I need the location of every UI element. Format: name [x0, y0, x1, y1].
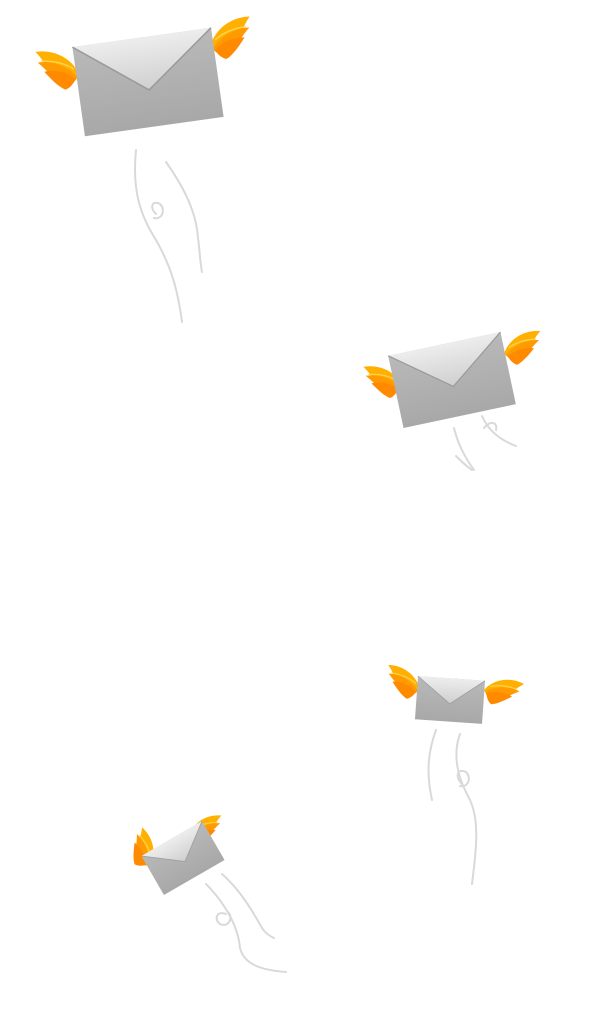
wing-right	[499, 328, 548, 368]
trail-line	[205, 873, 287, 973]
trail-line	[453, 415, 517, 471]
flying-envelope-icon	[359, 328, 548, 471]
trail-line	[427, 729, 478, 885]
flying-envelope-icon	[378, 662, 525, 885]
wing-right	[481, 674, 525, 710]
envelope-body	[71, 26, 225, 138]
flying-envelope-icon	[119, 813, 287, 973]
trail-line	[134, 149, 203, 323]
flying-envelope-icon	[29, 13, 262, 323]
envelope-body	[414, 675, 486, 725]
envelope-body	[387, 331, 517, 429]
